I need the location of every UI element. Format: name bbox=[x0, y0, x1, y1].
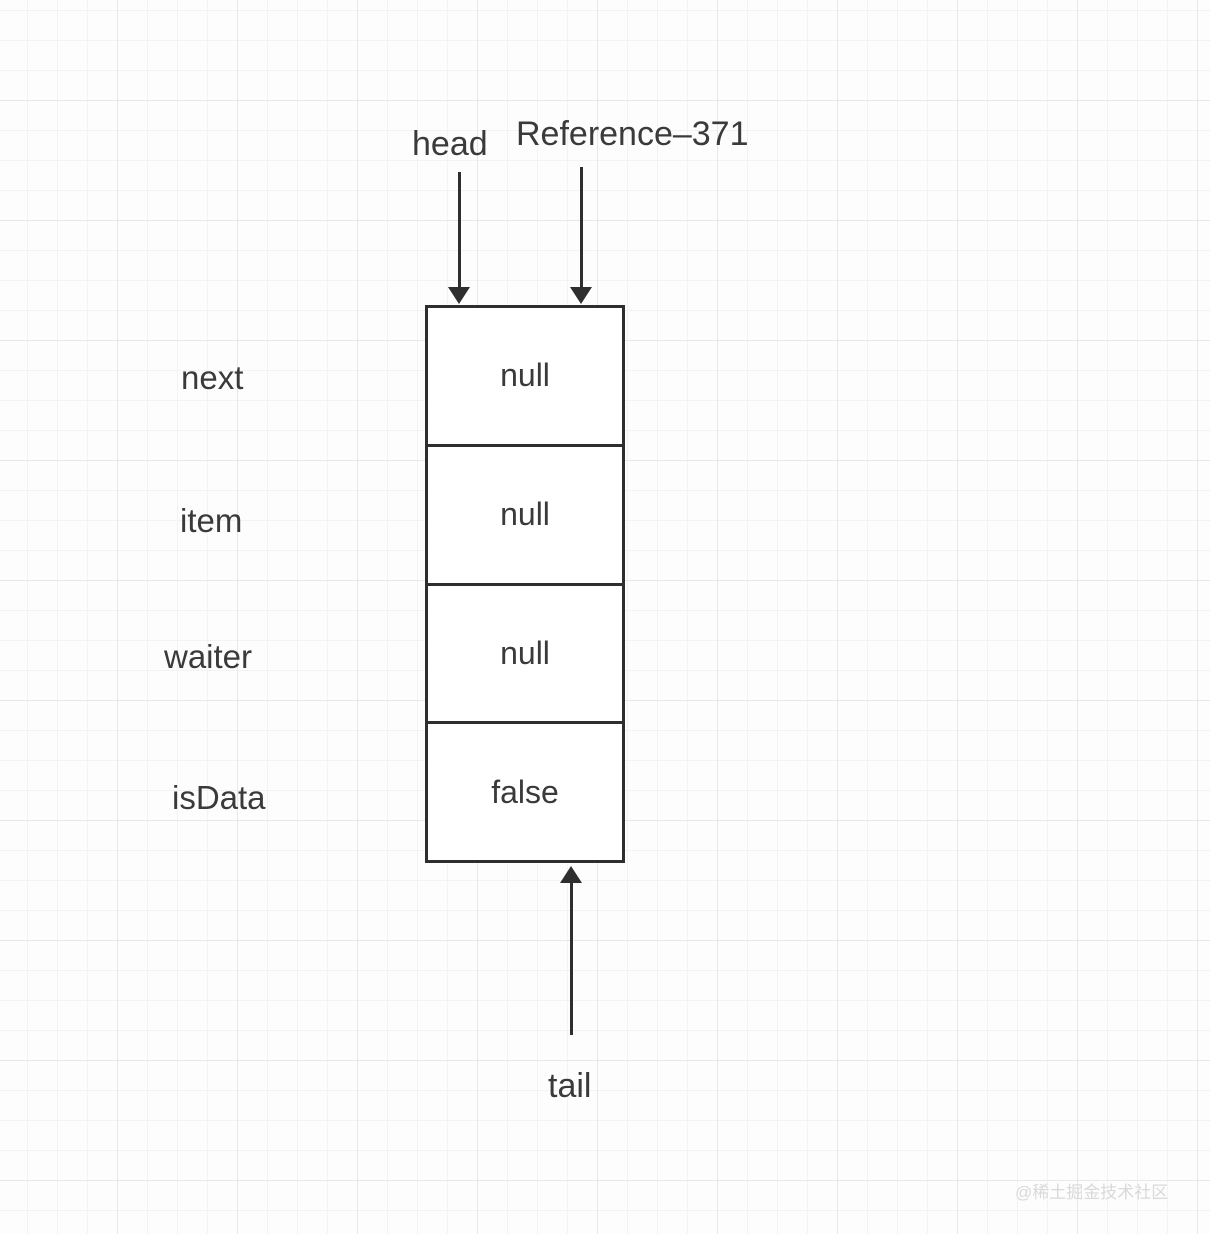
field-label-isdata: isData bbox=[172, 779, 266, 816]
tail-arrow-up-icon bbox=[560, 866, 582, 883]
node-value-waiter: null bbox=[500, 634, 550, 671]
node-value-item: null bbox=[500, 496, 550, 533]
node-cell-item: null bbox=[428, 443, 622, 583]
tail-arrow-shaft bbox=[570, 882, 573, 1035]
reference-pointer-label: Reference–371 bbox=[516, 115, 749, 153]
watermark-text: @稀土掘金技术社区 bbox=[1015, 1183, 1169, 1202]
head-arrow-shaft bbox=[458, 172, 461, 290]
reference-arrow-down-icon bbox=[570, 287, 592, 304]
tail-pointer-label: tail bbox=[548, 1067, 592, 1105]
head-pointer-label: head bbox=[412, 125, 488, 163]
node-box: null null null false bbox=[425, 305, 625, 863]
reference-arrow-shaft bbox=[580, 167, 583, 290]
field-label-waiter: waiter bbox=[164, 638, 253, 675]
node-value-isdata: false bbox=[491, 773, 559, 810]
head-arrow-down-icon bbox=[448, 287, 470, 304]
node-cell-isdata: false bbox=[428, 721, 622, 860]
field-label-item: item bbox=[180, 502, 243, 539]
node-value-next: null bbox=[500, 357, 550, 394]
field-label-next: next bbox=[181, 359, 244, 396]
node-cell-waiter: null bbox=[428, 582, 622, 722]
node-cell-next: null bbox=[428, 308, 622, 444]
